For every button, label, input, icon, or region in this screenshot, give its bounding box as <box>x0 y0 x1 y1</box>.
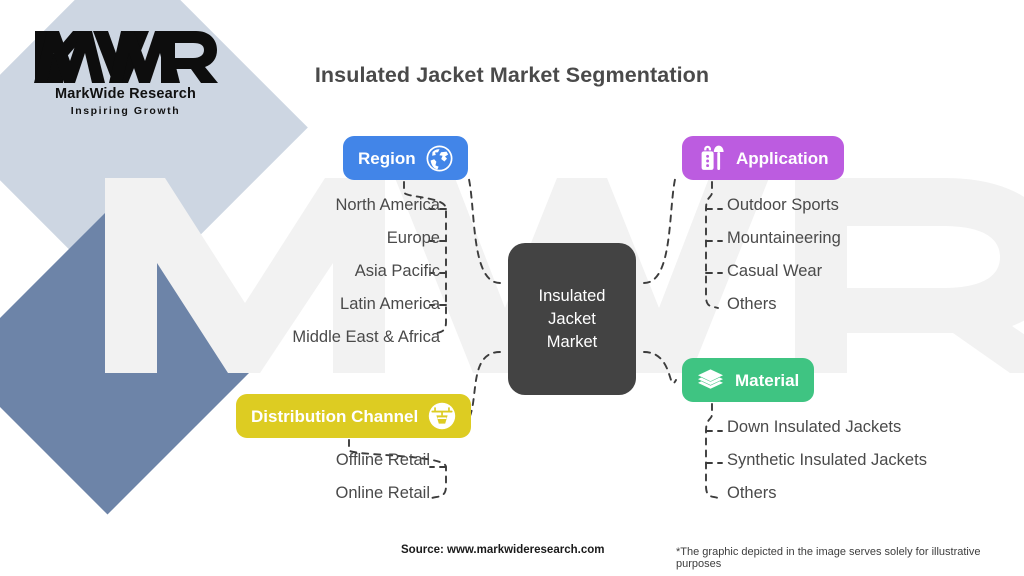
brand-tagline: Inspiring Growth <box>70 105 181 117</box>
connector-center-to-material <box>643 351 677 384</box>
mwr-monogram-icon <box>34 31 218 83</box>
leaf-list-application: Outdoor Sports Mountaineering Casual Wea… <box>727 197 841 329</box>
connector-material-spine <box>705 403 719 499</box>
leaf-item: Others <box>727 295 777 313</box>
page-title: Insulated Jacket Market Segmentation <box>314 63 710 87</box>
leaf-item: Online Retail <box>335 484 430 502</box>
brand-logo: MarkWide Research Inspiring Growth <box>33 27 233 117</box>
leaf-item: Mountaineering <box>727 229 841 247</box>
branch-badge-region[interactable]: Region <box>343 136 468 180</box>
footer-source: Source: www.markwideresearch.com <box>401 544 605 556</box>
branch-badge-region-label: Region <box>358 148 416 168</box>
leaf-item: Synthetic Insulated Jackets <box>727 451 927 469</box>
connector-center-to-distribution <box>469 351 501 417</box>
center-node[interactable]: Insulated Jacket Market <box>508 243 636 395</box>
clothing-icon <box>697 144 725 172</box>
connector-region-spine <box>403 181 447 335</box>
branch-badge-distribution[interactable]: Distribution Channel <box>236 394 472 438</box>
leaf-item: Casual Wear <box>727 262 823 280</box>
center-node-line-3: Market <box>546 332 598 351</box>
connector-distribution-spine <box>348 439 447 499</box>
leaf-list-material: Down Insulated Jackets Synthetic Insulat… <box>727 419 927 518</box>
mwr-watermark <box>105 178 1024 373</box>
branch-badge-material-label: Material <box>735 370 800 390</box>
branch-badge-application[interactable]: Application <box>682 136 844 180</box>
center-node-line-1: Insulated <box>538 286 606 305</box>
leaf-item: Down Insulated Jackets <box>727 418 902 436</box>
center-node-label: Insulated Jacket Market <box>539 285 606 354</box>
leaf-item: Others <box>727 484 777 502</box>
brand-name: MarkWide Research <box>54 86 197 102</box>
leaf-item: Offline Retail <box>335 451 430 469</box>
connector-center-to-application <box>643 174 677 284</box>
branch-badge-distribution-label: Distribution Channel <box>251 406 419 426</box>
branch-badge-application-label: Application <box>736 148 829 168</box>
leaf-item: Middle East & Africa <box>292 328 440 346</box>
delivery-drone-icon <box>428 402 456 430</box>
leaf-item: Latin America <box>340 295 440 313</box>
leaf-list-distribution: Offline Retail Online Retail <box>190 452 430 518</box>
center-node-line-2: Jacket <box>548 309 596 328</box>
connector-center-to-region <box>467 174 501 284</box>
branch-badge-material[interactable]: Material <box>682 358 815 402</box>
connector-application-spine <box>705 181 719 309</box>
leaf-item: Europe <box>386 229 440 247</box>
layers-icon <box>697 367 724 394</box>
leaf-item: North America <box>335 196 440 214</box>
footer-disclaimer: *The graphic depicted in the image serve… <box>676 546 981 570</box>
leaf-item: Asia Pacific <box>354 262 440 280</box>
leaf-list-region: North America Europe Asia Pacific Latin … <box>150 197 440 362</box>
leaf-item: Outdoor Sports <box>727 196 839 214</box>
globe-icon <box>426 145 453 172</box>
